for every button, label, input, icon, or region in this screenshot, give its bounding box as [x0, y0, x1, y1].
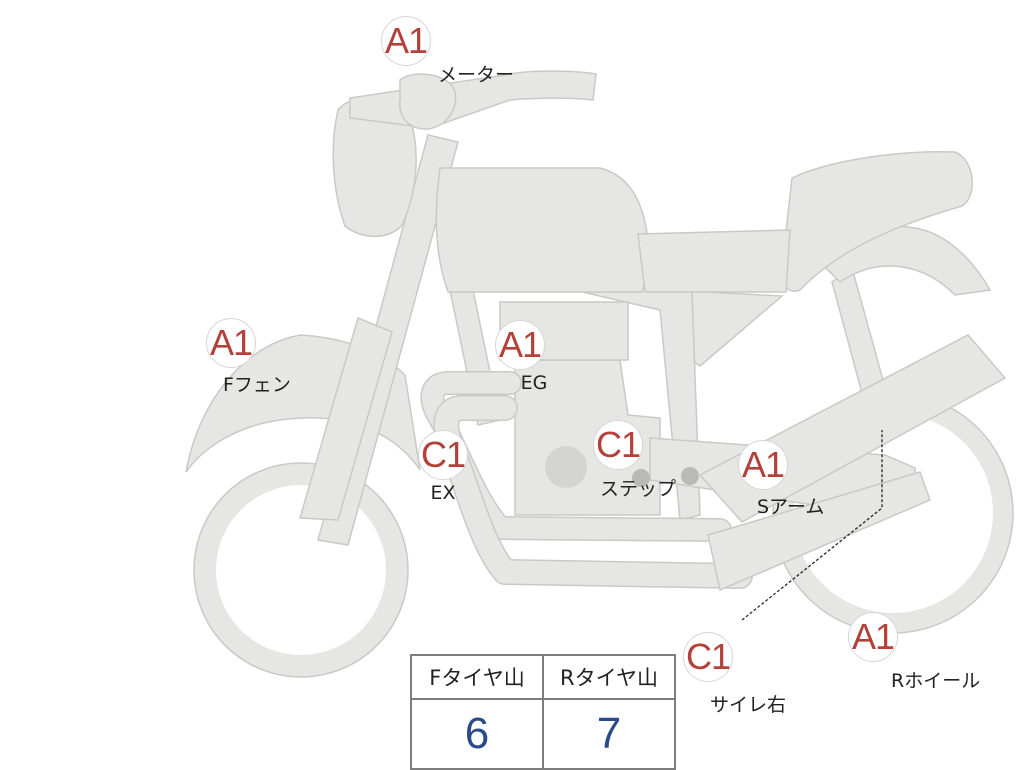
front-wheel-tire-edge — [193, 462, 409, 678]
grade-badge-silencer-right: C1 — [683, 632, 733, 682]
footpeg-1 — [632, 469, 650, 487]
label-swing-arm: Sアーム — [757, 496, 825, 518]
grade-badge-meter: A1 — [381, 16, 431, 66]
muffler-lower-shape — [707, 471, 931, 592]
label-silencer-right: サイレ右 — [710, 694, 787, 716]
grade-badge-front-fender: A1 — [206, 318, 256, 368]
fork-lower-shape — [299, 316, 393, 521]
label-engine: EG — [520, 372, 548, 394]
silencer-leader-line — [741, 430, 883, 621]
fuel-tank-shape — [435, 167, 651, 293]
engine-cover-circle — [545, 446, 587, 488]
rear-tire-header: Rタイヤ山 — [542, 654, 676, 700]
marker-swing-arm: A1 Sアーム — [725, 440, 825, 519]
marker-step: C1 ステップ — [580, 420, 677, 501]
marker-exhaust: C1 EX — [405, 430, 481, 504]
label-rear-wheel: Rホイール — [891, 670, 981, 692]
front-wheel-tire — [194, 463, 408, 677]
marker-rear-wheel: A1 Rホイール — [835, 612, 981, 693]
label-front-fender: Fフェン — [223, 374, 291, 396]
marker-meter: A1 メーター — [368, 16, 515, 87]
marker-silencer-right: C1 サイレ右 — [670, 632, 787, 717]
label-meter: メーター — [438, 64, 515, 86]
seat-rear-shape — [637, 229, 791, 293]
tire-tread-table: Fタイヤ山 Rタイヤ山 6 7 — [410, 654, 676, 770]
grade-badge-engine: A1 — [495, 320, 545, 370]
rear-tire-value: 7 — [542, 698, 676, 770]
front-tire-value: 6 — [410, 698, 544, 770]
label-exhaust: EX — [430, 482, 456, 504]
tire-table-header-row: Fタイヤ山 Rタイヤ山 — [410, 654, 676, 700]
grade-badge-exhaust: C1 — [418, 430, 468, 480]
marker-front-fender: A1 Fフェン — [193, 318, 291, 397]
grade-badge-step: C1 — [593, 420, 643, 470]
seat-shape — [781, 150, 973, 292]
grade-badge-rear-wheel: A1 — [848, 612, 898, 662]
front-tire-header: Fタイヤ山 — [410, 654, 544, 700]
footpeg-2 — [681, 467, 699, 485]
grade-badge-swing-arm: A1 — [738, 440, 788, 490]
marker-engine: A1 EG — [482, 320, 558, 394]
label-step: ステップ — [600, 478, 677, 500]
meter-shape — [399, 73, 457, 130]
tire-table-value-row: 6 7 — [410, 698, 676, 770]
